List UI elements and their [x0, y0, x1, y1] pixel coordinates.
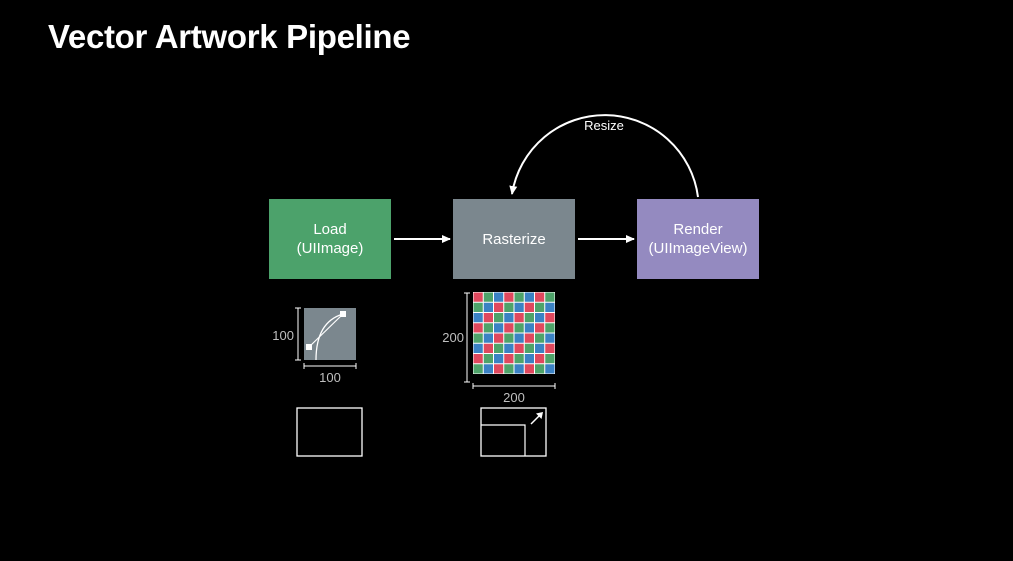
- pixel-cell: [535, 354, 545, 364]
- pixel-cell: [535, 364, 545, 374]
- rasterize-step-box: Rasterize: [453, 199, 575, 279]
- pixel-grid-icon: [473, 292, 555, 374]
- pixel-cell: [545, 323, 555, 333]
- pixel-cell: [494, 354, 504, 364]
- pixel-cell: [535, 333, 545, 343]
- pixel-cell: [524, 292, 534, 302]
- pixel-cell: [545, 313, 555, 323]
- pixel-cell: [494, 343, 504, 353]
- pixel-cell: [483, 313, 493, 323]
- vector-width-label: 100: [319, 370, 341, 385]
- pixel-cell: [483, 343, 493, 353]
- pixel-cell: [524, 364, 534, 374]
- pixel-cell: [494, 292, 504, 302]
- resize-loop-arrow: [509, 114, 699, 198]
- load-step-box: Load (UIImage): [269, 199, 391, 279]
- pixel-cell: [473, 343, 483, 353]
- pixel-cell: [535, 343, 545, 353]
- pixel-cell: [473, 302, 483, 312]
- pixel-cell: [473, 313, 483, 323]
- load-step-label: Load: [313, 221, 347, 238]
- pixel-cell: [545, 333, 555, 343]
- pixel-cell: [504, 323, 514, 333]
- render-step-label: Render: [673, 221, 723, 238]
- vector-height-label: 100: [272, 328, 294, 343]
- pixel-cell: [514, 302, 524, 312]
- pixel-cell: [545, 302, 555, 312]
- pixel-cell: [473, 364, 483, 374]
- pixel-cell: [535, 292, 545, 302]
- raster-width-label: 200: [503, 390, 525, 405]
- pixel-cell: [545, 343, 555, 353]
- frame-resize-icon: [480, 407, 547, 457]
- pixel-cell: [494, 313, 504, 323]
- pixel-cell: [545, 364, 555, 374]
- resize-label: Resize: [584, 118, 624, 133]
- pixel-cell: [504, 292, 514, 302]
- pixel-cell: [494, 302, 504, 312]
- raster-height-dimension: [464, 292, 470, 383]
- pixel-cell: [483, 292, 493, 302]
- pixel-cell: [545, 354, 555, 364]
- pixel-cell: [483, 302, 493, 312]
- pixel-cell: [514, 323, 524, 333]
- render-step-sublabel: (UIImageView): [648, 240, 748, 257]
- pixel-cell: [545, 292, 555, 302]
- frame-icon: [296, 407, 363, 457]
- page-title: Vector Artwork Pipeline: [48, 18, 411, 55]
- raster-height-label: 200: [442, 330, 464, 345]
- pixel-cell: [473, 354, 483, 364]
- render-step-box: Render (UIImageView): [637, 199, 759, 279]
- pixel-cell: [483, 364, 493, 374]
- pixel-cell: [514, 343, 524, 353]
- pixel-cell: [535, 323, 545, 333]
- pixel-cell: [535, 313, 545, 323]
- pixel-cell: [483, 354, 493, 364]
- pixel-cell: [535, 302, 545, 312]
- pixel-cell: [494, 364, 504, 374]
- pixel-cell: [514, 292, 524, 302]
- pixel-cell: [504, 343, 514, 353]
- pixel-cell: [524, 323, 534, 333]
- pixel-cell: [514, 364, 524, 374]
- pixel-cell: [504, 302, 514, 312]
- rasterize-step-label: Rasterize: [482, 230, 546, 248]
- pixel-cell: [524, 354, 534, 364]
- pixel-cell: [524, 333, 534, 343]
- pixel-cell: [473, 323, 483, 333]
- pixel-cell: [483, 333, 493, 343]
- pixel-cell: [494, 323, 504, 333]
- vector-height-dimension: [295, 307, 301, 361]
- pixel-cell: [483, 323, 493, 333]
- pixel-cell: [524, 313, 534, 323]
- pixel-cell: [494, 333, 504, 343]
- pixel-cell: [504, 333, 514, 343]
- pixel-cell: [524, 343, 534, 353]
- load-step-sublabel: (UIImage): [296, 240, 364, 257]
- pixel-cell: [514, 313, 524, 323]
- pixel-cell: [504, 364, 514, 374]
- pixel-cell: [504, 354, 514, 364]
- bezier-curve-icon: [304, 308, 356, 361]
- raster-width-dimension: [472, 383, 556, 389]
- pixel-cell: [524, 302, 534, 312]
- vector-width-dimension: [303, 363, 357, 369]
- pixel-cell: [473, 333, 483, 343]
- pixel-cell: [504, 313, 514, 323]
- pixel-cell: [514, 354, 524, 364]
- pixel-cell: [514, 333, 524, 343]
- pixel-cell: [473, 292, 483, 302]
